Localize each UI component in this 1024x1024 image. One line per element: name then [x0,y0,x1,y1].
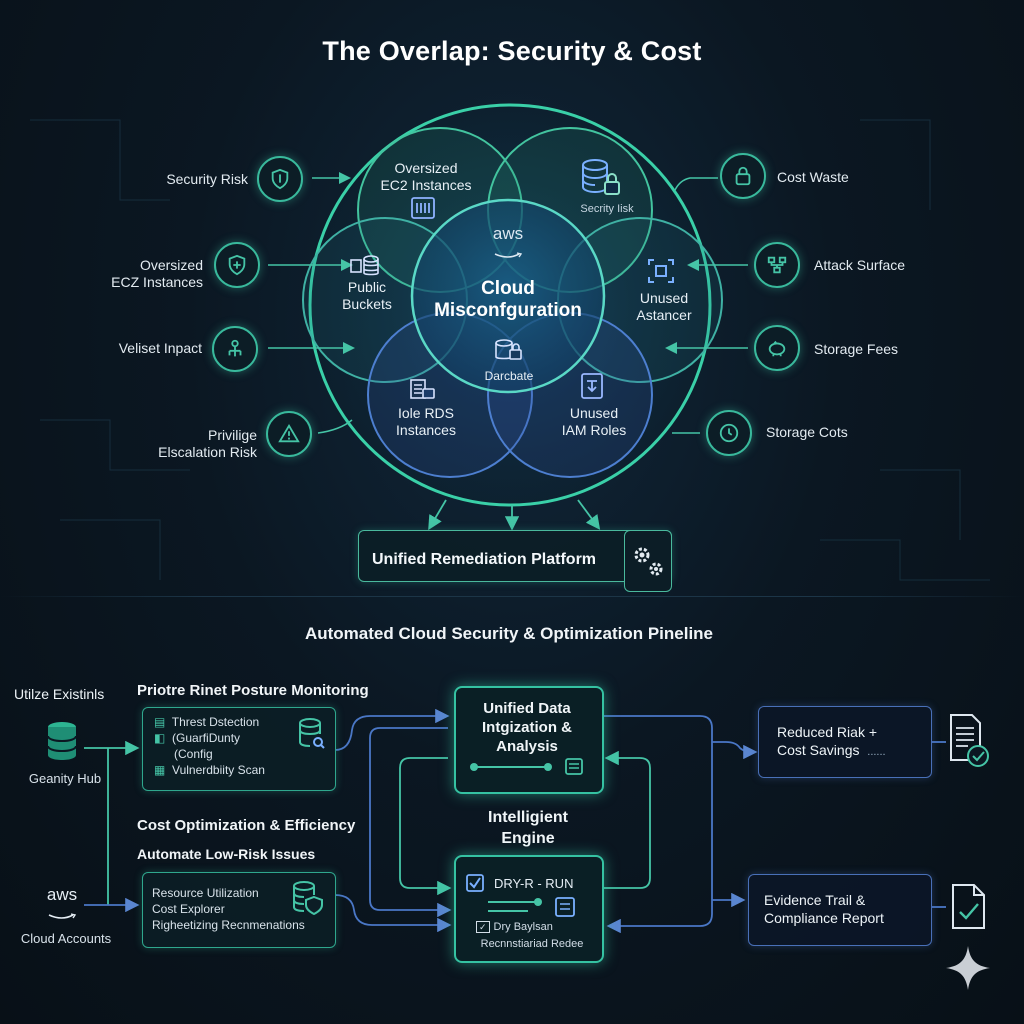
database-stack-icon [44,720,80,767]
hub-title: Utilze Existinls [14,686,105,702]
center-circle [410,198,606,394]
dry-run-sub1: ✓Dry Baylsan [476,921,553,933]
output-evidence-box[interactable] [748,874,932,946]
venn-iole-rds: Iole RDS Instances [396,405,456,438]
checkbox-icon [466,874,484,897]
posture-items: ▤ Threst Dstection ◧ (GuarfiDunty (Confi… [154,715,265,777]
dry-run-box[interactable] [454,855,604,963]
scan-chip-icon [647,258,675,289]
unified-data-text: Unified Data Intgization & Analysis [482,700,572,755]
database-icon [350,254,380,283]
shield-plus-icon [214,242,260,288]
id-card-icon [580,372,604,405]
piggy-bank-icon [754,325,800,371]
venn-unused-astancer: Unused Astancer [636,290,692,323]
cost-heading: Cost Optimization & Efficiency [137,817,356,834]
server-rack-icon [411,197,435,224]
label-privilige: Privilige Elscalation Risk [158,427,257,460]
shield-icon [257,156,303,202]
database-search-icon [298,718,326,757]
posture-heading: Priotre Rinet Posture Monitoring [137,682,369,699]
cloud-accounts-label: Cloud Accounts [20,931,112,946]
clock-icon [706,410,752,456]
engine-title: Intelligient Engine [488,809,568,847]
output-reduced-risk-text: Reduced Riak + Cost Savings ...... [777,724,886,758]
venn-unused-iam: Unused IAM Roles [561,405,627,438]
toggle-slider-icon [468,896,588,925]
aws-logo: aws [478,224,538,264]
dry-run-sub2: Recnnstiariad Redee [480,938,584,950]
remediation-label: Unified Remediation Platform [372,551,597,568]
server-lock-icon [410,378,436,407]
network-icon [212,326,258,372]
aws-pipeline-logo: aws [40,885,84,925]
database-shield-icon [292,881,324,920]
label-storage-cots: Storage Cots [766,424,848,440]
label-storage-fees: Storage Fees [814,341,899,357]
venn-public-buckets: Public Buckets [342,279,392,312]
sparkle-icon [944,944,992,997]
timeline-slider-icon [468,758,588,781]
center-title: Cloud Misconfguration [434,278,582,321]
document-check-icon [948,712,992,775]
label-attack-surface: Attack Surface [814,257,906,273]
database-lock-small-icon [494,338,524,367]
posture-box[interactable] [142,707,336,791]
pipeline-title: Automated Cloud Security & Optimization … [304,624,714,643]
document-checkmark-icon [950,882,988,937]
venn-secrity-iisk: Secrity Iisk [580,203,634,215]
network-nodes-icon [754,242,800,288]
warning-triangle-icon [266,411,312,457]
page-title: The Overlap: Security & Cost [322,36,702,66]
section-divider [0,596,1024,597]
lock-icon [720,153,766,199]
gears-icon [624,530,672,592]
venn-oversized-ec2: Oversized EC2 Instances [380,160,472,193]
dry-run-label: DRY-R - RUN [494,876,574,891]
label-oversized-ecz: Oversized ECZ Instances [111,257,203,290]
cost-items: Resource Utilization Cost Explorer Righe… [152,886,305,932]
database-lock-icon [579,158,621,203]
output-reduced-risk-box[interactable] [758,706,932,778]
unified-data-box[interactable] [454,686,604,794]
label-veliset-inpact: Veliset Inpact [118,340,202,356]
label-security-risk: Security Risk [166,171,248,187]
label-cost-waste: Cost Waste [777,169,849,185]
automate-heading: Automate Low-Risk Issues [137,846,316,862]
venn-darcbate: Darcbate [484,369,534,383]
hub-label: Geanity Hub [28,771,102,786]
output-evidence-text: Evidence Trail & Compliance Report [764,892,884,926]
